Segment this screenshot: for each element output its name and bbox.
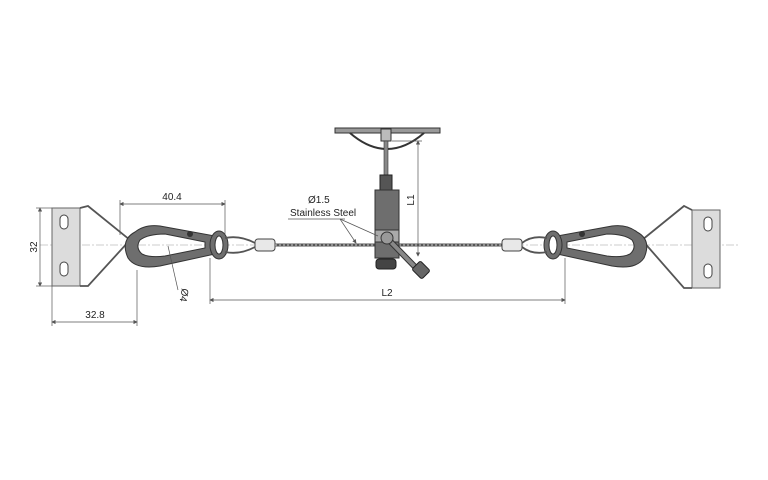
dimension-32-8: 32.8 bbox=[51, 270, 138, 326]
dimension-label: Ø4 bbox=[177, 287, 190, 302]
left-cable-loop bbox=[224, 236, 276, 254]
left-carabiner bbox=[124, 225, 229, 268]
cable-callout: Ø1.5 Stainless Steel bbox=[288, 195, 379, 244]
dimension-label: L1 bbox=[406, 194, 417, 206]
dimension-40-4: 40.4 bbox=[119, 192, 226, 235]
right-carabiner bbox=[543, 225, 648, 268]
dimension-label: L2 bbox=[381, 288, 393, 299]
left-bracket bbox=[51, 205, 132, 287]
right-cable-loop bbox=[501, 236, 548, 254]
dimension-label: 32.8 bbox=[85, 310, 105, 321]
cable-material-label: Stainless Steel bbox=[290, 208, 356, 219]
dimension-label: 40.4 bbox=[162, 192, 182, 203]
dimension-label: 32 bbox=[29, 241, 40, 253]
dimension-diameter-4: Ø4 bbox=[167, 245, 190, 303]
ceiling-gripper bbox=[334, 127, 441, 279]
dimension-32: 32 bbox=[29, 207, 52, 287]
dimension-l1: L1 bbox=[392, 140, 422, 257]
cable-diameter-label: Ø1.5 bbox=[308, 195, 330, 206]
dimension-l2: L2 bbox=[209, 258, 566, 304]
right-bracket bbox=[640, 204, 721, 289]
